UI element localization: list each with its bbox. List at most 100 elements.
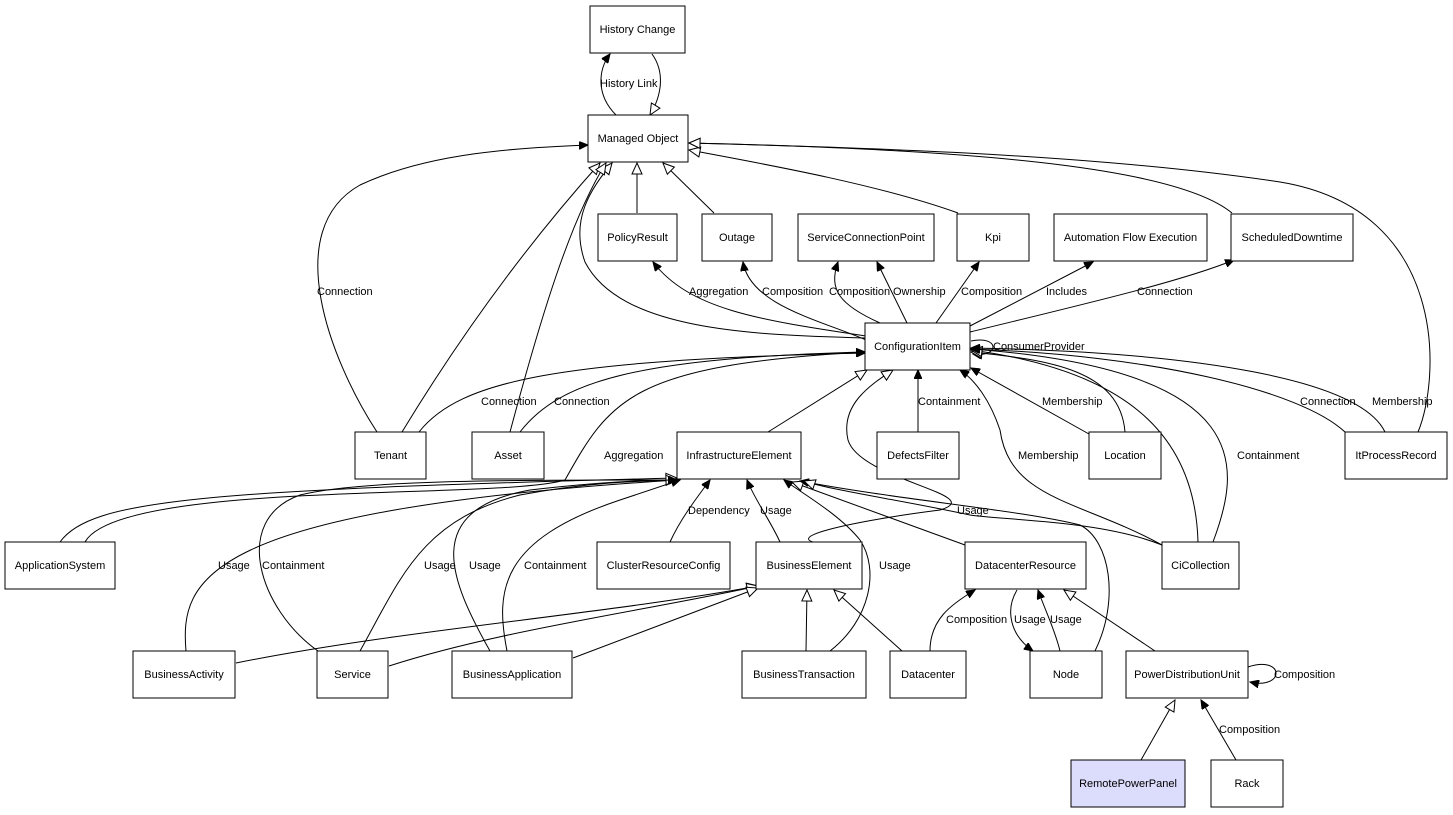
label-consumer-provider: ConsumerProvider — [993, 341, 1085, 353]
node-rack[interactable]: Rack — [1210, 759, 1284, 808]
label-mo-connection: Connection — [317, 286, 373, 298]
node-history-change[interactable]: History Change — [589, 5, 686, 54]
label-connection-tenant: Connection — [481, 396, 537, 408]
edge-businesstransaction-usage-ie — [784, 480, 871, 652]
edge-scheduleddowntime-inherits-managedobject — [687, 137, 1233, 214]
node-label: DefectsFilter — [887, 450, 949, 462]
label-composition-kpi: Composition — [961, 286, 1022, 298]
node-business-transaction[interactable]: BusinessTransaction — [741, 650, 867, 699]
edge-businessapplication-inherits-be — [572, 586, 760, 659]
node-label: Tenant — [374, 450, 407, 462]
label-composition-pdu: Composition — [1274, 669, 1335, 681]
edge-businessactivity-inherits-be — [235, 582, 760, 664]
node-power-distribution-unit[interactable]: PowerDistributionUnit — [1125, 650, 1249, 699]
edge-datacenter-composition-dcr — [929, 590, 975, 652]
node-business-application[interactable]: BusinessApplication — [451, 650, 573, 699]
label-connection-sd: Connection — [1137, 286, 1193, 298]
edge-pdu-composition-self — [1247, 664, 1277, 683]
node-label: PolicyResult — [607, 232, 668, 244]
node-configuration-item[interactable]: ConfigurationItem — [864, 322, 971, 371]
node-label: RemotePowerPanel — [1079, 778, 1177, 790]
node-label: ScheduledDowntime — [1242, 232, 1343, 244]
node-label: Service — [334, 669, 371, 681]
node-tenant[interactable]: Tenant — [354, 431, 427, 480]
edge-pdu-inherits-dcr — [1062, 589, 1156, 652]
label-containment-svc: Containment — [262, 560, 324, 572]
node-datacenter-resource[interactable]: DatacenterResource — [964, 541, 1087, 590]
edge-cicollection-containment-ci — [971, 349, 1228, 543]
node-cluster-resource-config[interactable]: ClusterResourceConfig — [596, 541, 731, 590]
edge-ci-includes-automation — [969, 262, 1093, 327]
node-policy-result[interactable]: PolicyResult — [597, 213, 678, 262]
label-usage-bapp: Usage — [469, 560, 501, 572]
node-asset[interactable]: Asset — [471, 431, 545, 480]
node-defects-filter[interactable]: DefectsFilter — [876, 431, 960, 480]
node-label: BusinessApplication — [463, 669, 561, 681]
node-datacenter[interactable]: Datacenter — [889, 650, 967, 699]
node-label: BusinessTransaction — [753, 669, 855, 681]
nodes: History Change Managed Object PolicyResu… — [4, 5, 1448, 808]
node-label: CiCollection — [1171, 560, 1230, 572]
label-history-link: History Link — [600, 78, 658, 90]
node-label: ApplicationSystem — [15, 560, 106, 572]
label-includes: Includes — [1046, 286, 1087, 298]
node-location[interactable]: Location — [1088, 431, 1162, 480]
node-label: Automation Flow Execution — [1064, 232, 1197, 244]
edge-location-inherits-ci — [969, 347, 1126, 433]
label-connection-ipr: Connection — [1300, 396, 1356, 408]
edge-businesstransaction-inherits-be — [801, 588, 813, 652]
edge-itprocessrecord-membership-ci — [971, 348, 1386, 433]
node-ci-collection[interactable]: CiCollection — [1161, 541, 1240, 590]
node-business-element[interactable]: BusinessElement — [755, 541, 863, 590]
label-aggregation-policy: Aggregation — [689, 286, 748, 298]
label-containment-df: Containment — [918, 396, 980, 408]
edge-datacenter-inherits-be — [833, 589, 903, 652]
node-label: Managed Object — [598, 133, 679, 145]
label-usage-svc: Usage — [424, 560, 456, 572]
edge-ci-connection-scheduleddowntime — [969, 260, 1234, 333]
edge-service-inherits-be — [388, 582, 760, 667]
edge-tenant-connection-managedobject — [317, 145, 588, 433]
edge-node-usage-dcr — [1038, 590, 1061, 652]
edge-datacenterresource-inherits-ie — [790, 480, 966, 546]
node-label: BusinessActivity — [144, 669, 224, 681]
edge-service-containment-ie — [259, 480, 677, 652]
edge-rack-composition-pdu — [1201, 700, 1237, 761]
node-scheduled-downtime[interactable]: ScheduledDowntime — [1230, 213, 1354, 262]
edge-businessapplication-usage-ie — [453, 480, 677, 652]
label-composition-scp: Composition — [829, 286, 890, 298]
label-usage-node-2: Usage — [1050, 614, 1082, 626]
node-label: PowerDistributionUnit — [1134, 669, 1240, 681]
label-usage-node-1: Usage — [1014, 614, 1046, 626]
edge-ci-composition-outage — [743, 262, 867, 341]
edge-kpi-inherits-managedobject — [687, 146, 959, 214]
node-label: History Change — [600, 24, 676, 36]
node-label: ItProcessRecord — [1355, 450, 1436, 462]
node-remote-power-panel[interactable]: RemotePowerPanel — [1070, 759, 1186, 808]
node-kpi[interactable]: Kpi — [956, 213, 1030, 262]
node-service[interactable]: Service — [316, 650, 389, 699]
label-containment-cc: Containment — [1237, 450, 1299, 462]
node-application-system[interactable]: ApplicationSystem — [4, 541, 116, 590]
edge-ci-inherits-managedobject — [579, 162, 866, 339]
edge-cicollection-membership-ci — [960, 370, 1163, 546]
node-managed-object[interactable]: Managed Object — [587, 114, 689, 163]
label-ownership: Ownership — [893, 286, 946, 298]
label-usage-bt: Usage — [879, 560, 911, 572]
edges — [59, 54, 1431, 761]
node-it-process-record[interactable]: ItProcessRecord — [1344, 431, 1448, 480]
node-automation-flow-execution[interactable]: Automation Flow Execution — [1053, 213, 1208, 262]
edge-cluster-dependency-ie — [669, 480, 710, 543]
edge-businesselement-inherits-ci — [808, 369, 952, 546]
edge-dcr-usage-node — [1010, 589, 1033, 651]
node-node[interactable]: Node — [1029, 650, 1103, 699]
node-service-connection-point[interactable]: ServiceConnectionPoint — [797, 213, 935, 262]
label-dependency: Dependency — [688, 505, 750, 517]
node-label: ServiceConnectionPoint — [807, 232, 924, 244]
node-label: Node — [1053, 669, 1079, 681]
node-outage[interactable]: Outage — [701, 213, 773, 262]
node-business-activity[interactable]: BusinessActivity — [132, 650, 236, 699]
edge-history-link — [600, 54, 661, 117]
node-infrastructure-element[interactable]: InfrastructureElement — [676, 431, 802, 480]
